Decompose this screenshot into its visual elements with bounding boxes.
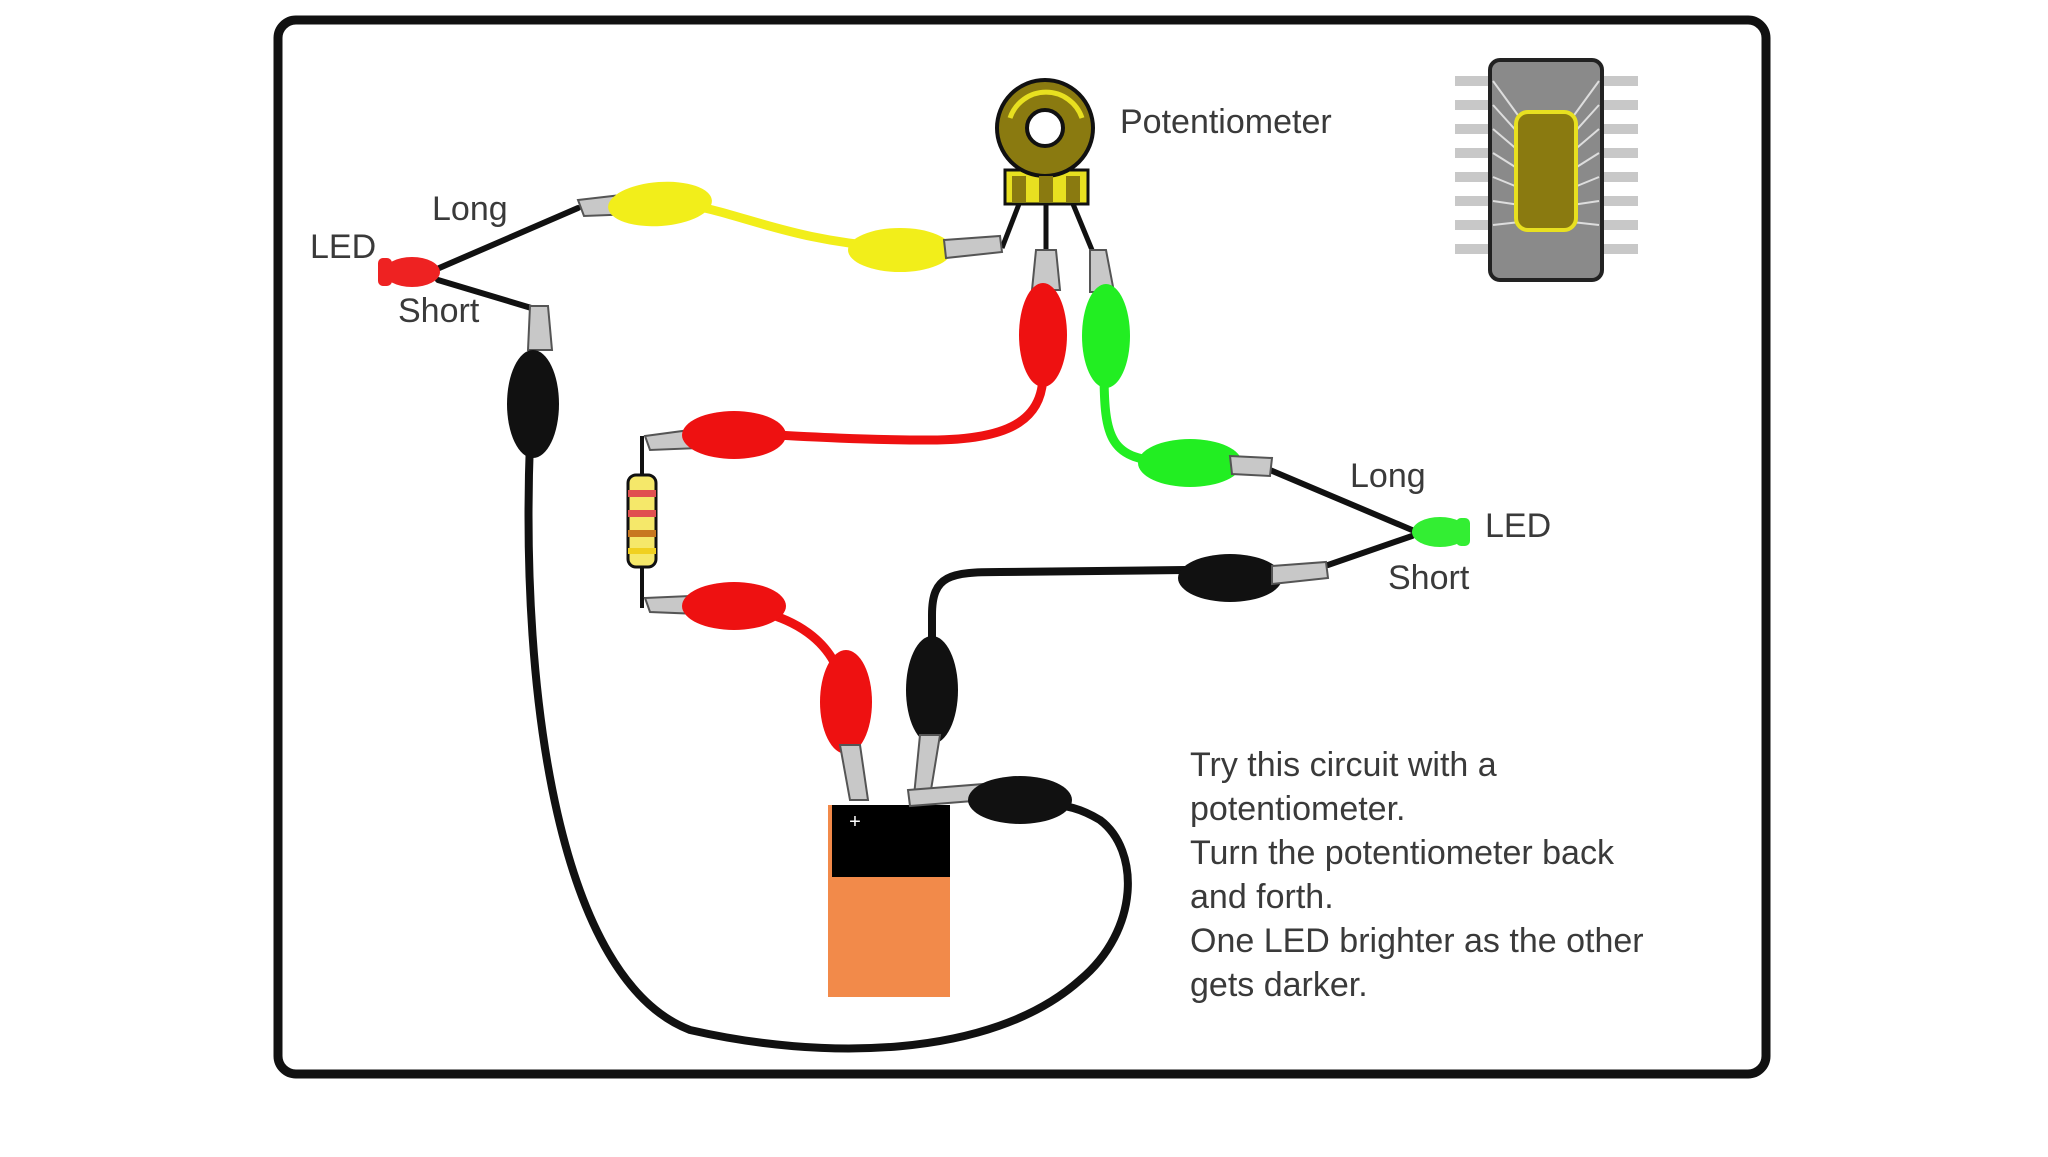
instructions: Try this circuit with a potentiometer. T… xyxy=(1190,746,1644,1004)
instruction-line: and forth. xyxy=(1190,878,1334,916)
ic-chip xyxy=(1455,58,1638,282)
clip-red-resistor-top xyxy=(643,411,786,459)
label-short-right: Short xyxy=(1388,559,1470,597)
clip-red-pot xyxy=(1019,249,1067,387)
led-left xyxy=(378,257,440,287)
clip-yellow-left xyxy=(576,181,712,227)
potentiometer xyxy=(995,78,1095,251)
led-right xyxy=(1412,517,1470,547)
instruction-line: Try this circuit with a xyxy=(1190,746,1497,784)
clip-yellow-right xyxy=(848,228,1004,272)
instruction-line: Turn the potentiometer back xyxy=(1190,834,1615,872)
battery-plus-sign: + xyxy=(849,811,861,833)
clip-red-resistor-bottom xyxy=(643,582,786,630)
wire-black xyxy=(524,436,1189,1053)
instruction-line: potentiometer. xyxy=(1190,790,1405,828)
diagram-frame xyxy=(273,15,1771,1079)
resistor xyxy=(626,436,658,608)
instruction-line: gets darker. xyxy=(1190,966,1368,1004)
clip-black-battery-right xyxy=(906,776,1072,824)
label-short-left: Short xyxy=(398,292,480,330)
label-long-right: Long xyxy=(1350,457,1426,495)
component-leads xyxy=(427,205,1415,568)
clip-red-battery xyxy=(820,650,872,801)
battery: + xyxy=(828,805,950,997)
label-led-right: LED xyxy=(1485,507,1551,545)
label-led-left: LED xyxy=(310,228,376,266)
clip-black-led-left xyxy=(507,305,559,458)
label-long-left: Long xyxy=(432,190,508,228)
clip-green-led xyxy=(1138,439,1274,487)
instruction-line: One LED brighter as the other xyxy=(1190,922,1644,960)
label-potentiometer: Potentiometer xyxy=(1120,103,1332,141)
clip-black-led-right xyxy=(1178,554,1330,602)
clip-green-pot xyxy=(1082,249,1130,388)
